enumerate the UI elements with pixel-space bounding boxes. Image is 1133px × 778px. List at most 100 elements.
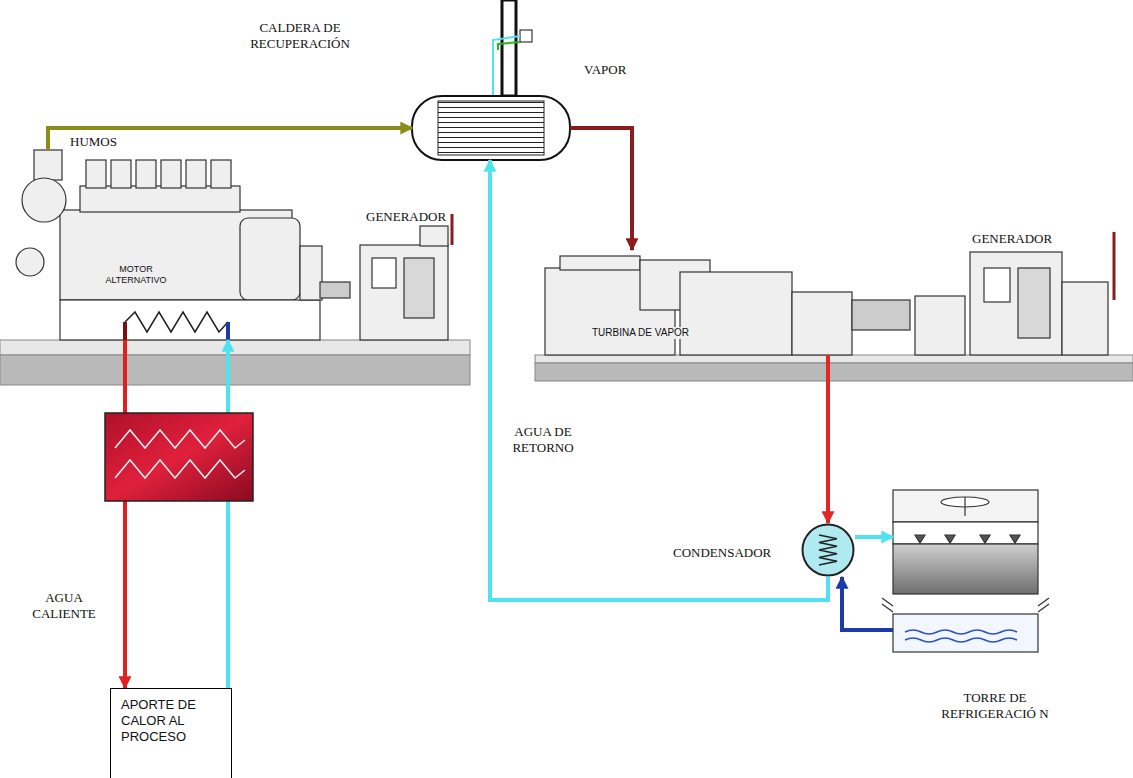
cooling-tower: TORRE DE REFRIGERACIÓ N bbox=[893, 488, 1038, 652]
generator-illustration-part bbox=[1062, 282, 1108, 355]
cooling-tower-illustration-part bbox=[915, 535, 925, 543]
recovery-boiler-illustration bbox=[412, 0, 570, 160]
cooling-tower-illustration-part bbox=[893, 544, 1038, 594]
node-label: GENERADOR bbox=[366, 209, 446, 225]
cooling-tower-illustration bbox=[882, 490, 1049, 652]
engine-illustration-part bbox=[60, 300, 320, 340]
flow-label: VAPOR bbox=[584, 62, 626, 78]
engine-illustration-part bbox=[123, 322, 127, 340]
cooling-tower-illustration-part bbox=[893, 614, 1038, 652]
flow-label: AGUA CALIENTE bbox=[32, 590, 96, 622]
cooling-tower-illustration-part bbox=[1038, 604, 1049, 612]
generator-illustration-part bbox=[1018, 268, 1050, 338]
generator: GENERADOR bbox=[348, 205, 460, 340]
platform-part bbox=[0, 340, 470, 355]
engine-illustration-part bbox=[136, 160, 156, 188]
cooling-tower-illustration-part bbox=[945, 535, 955, 543]
recovery-boiler-illustration-part bbox=[498, 42, 520, 50]
turbine-illustration-part bbox=[852, 300, 910, 330]
flow-label: HUMOS bbox=[70, 134, 117, 150]
generator-illustration-part bbox=[970, 252, 1062, 355]
engine-illustration-part bbox=[240, 218, 300, 300]
flow-pipe bbox=[826, 355, 830, 523]
engine-illustration-part bbox=[16, 248, 44, 276]
flow-pipe bbox=[490, 160, 828, 600]
engine-illustration-part bbox=[161, 160, 181, 188]
generator-illustration-part bbox=[360, 245, 448, 340]
label-anchor: HUMOS bbox=[70, 134, 117, 150]
flow-pipe bbox=[48, 128, 412, 150]
label-anchor: AGUA DE RETORNO bbox=[503, 424, 583, 456]
cooling-tower-illustration-part bbox=[1010, 535, 1020, 543]
generator-illustration-part bbox=[1113, 232, 1116, 300]
process-heat-box: APORTE DE CALOR AL PROCESO bbox=[110, 688, 232, 778]
generator: GENERADOR bbox=[910, 225, 1125, 355]
generator-illustration-part bbox=[420, 226, 448, 246]
heat-exchanger-part bbox=[105, 413, 253, 501]
generator-illustration-part bbox=[404, 258, 434, 318]
flow-pipe bbox=[855, 535, 893, 539]
engine-illustration-part bbox=[125, 312, 228, 332]
generator-illustration-part bbox=[984, 268, 1010, 302]
recovery-boiler: CALDERA DE RECUPERACIÓN bbox=[412, 96, 570, 160]
flow-pipe bbox=[226, 340, 230, 688]
generator-illustration-part bbox=[372, 258, 396, 288]
turbine-illustration-part bbox=[792, 292, 852, 355]
label-anchor: AGUA CALIENTE bbox=[32, 590, 96, 622]
engine-illustration-part bbox=[300, 246, 322, 300]
node-label: APORTE DE CALOR AL PROCESO bbox=[111, 689, 231, 753]
heat-exchanger-part bbox=[115, 460, 245, 478]
engine-illustration-part bbox=[22, 178, 66, 222]
recovery-boiler-illustration-part bbox=[438, 101, 544, 155]
platform-part bbox=[535, 363, 1133, 381]
condenser-coil bbox=[819, 535, 837, 565]
engine-illustration-part bbox=[186, 160, 206, 188]
recovery-boiler-illustration-part bbox=[412, 96, 570, 160]
engine-illustration bbox=[16, 150, 350, 340]
recovery-boiler-illustration-part bbox=[520, 30, 532, 42]
generator-illustration-part bbox=[915, 296, 965, 355]
platform-part bbox=[535, 355, 1133, 363]
cooling-tower-illustration-part bbox=[980, 535, 990, 543]
flow-pipe bbox=[123, 340, 127, 688]
recovery-boiler-illustration-part bbox=[502, 0, 516, 96]
engine-illustration-part bbox=[86, 160, 106, 188]
generator-illustration bbox=[360, 214, 1114, 355]
engine-illustration-part bbox=[34, 150, 62, 180]
cooling-tower-illustration-part bbox=[905, 638, 1017, 642]
generator-illustration-part bbox=[451, 214, 454, 245]
heat-exchanger bbox=[105, 413, 253, 501]
cooling-tower-illustration-part bbox=[893, 490, 1038, 522]
node-label: MOTOR ALTERNATIVO bbox=[100, 264, 172, 286]
engine-illustration-part bbox=[320, 282, 350, 298]
node-label: CONDENSADOR bbox=[673, 545, 771, 561]
node-label: TURBINA DE VAPOR bbox=[590, 327, 691, 339]
condenser-symbol bbox=[801, 523, 855, 577]
reciprocating-engine: MOTOR ALTERNATIVO bbox=[8, 150, 320, 340]
node-label: CALDERA DE RECUPERACIÓN bbox=[230, 20, 370, 52]
node-label: GENERADOR bbox=[972, 231, 1052, 247]
condenser: CONDENSADOR bbox=[801, 523, 855, 577]
cooling-tower-illustration-part bbox=[882, 604, 893, 612]
flow-label: AGUA DE RETORNO bbox=[503, 424, 583, 456]
node-label: TORRE DE REFRIGERACIÓ N bbox=[939, 690, 1051, 722]
turbine-illustration bbox=[545, 256, 910, 355]
flow-pipe bbox=[842, 577, 893, 630]
engine-illustration-part bbox=[211, 160, 231, 188]
heat-exchanger-part bbox=[115, 430, 245, 448]
cooling-tower-illustration-part bbox=[964, 497, 965, 516]
flow-pipe bbox=[570, 128, 632, 250]
cooling-tower-illustration-part bbox=[905, 630, 1017, 634]
turbine-illustration-part bbox=[680, 272, 792, 355]
engine-illustration-part bbox=[80, 186, 240, 212]
engine-illustration-part bbox=[226, 322, 230, 340]
cooling-tower-illustration-part bbox=[893, 522, 1038, 544]
turbine-illustration-part bbox=[560, 256, 640, 270]
platform-part bbox=[0, 355, 470, 385]
